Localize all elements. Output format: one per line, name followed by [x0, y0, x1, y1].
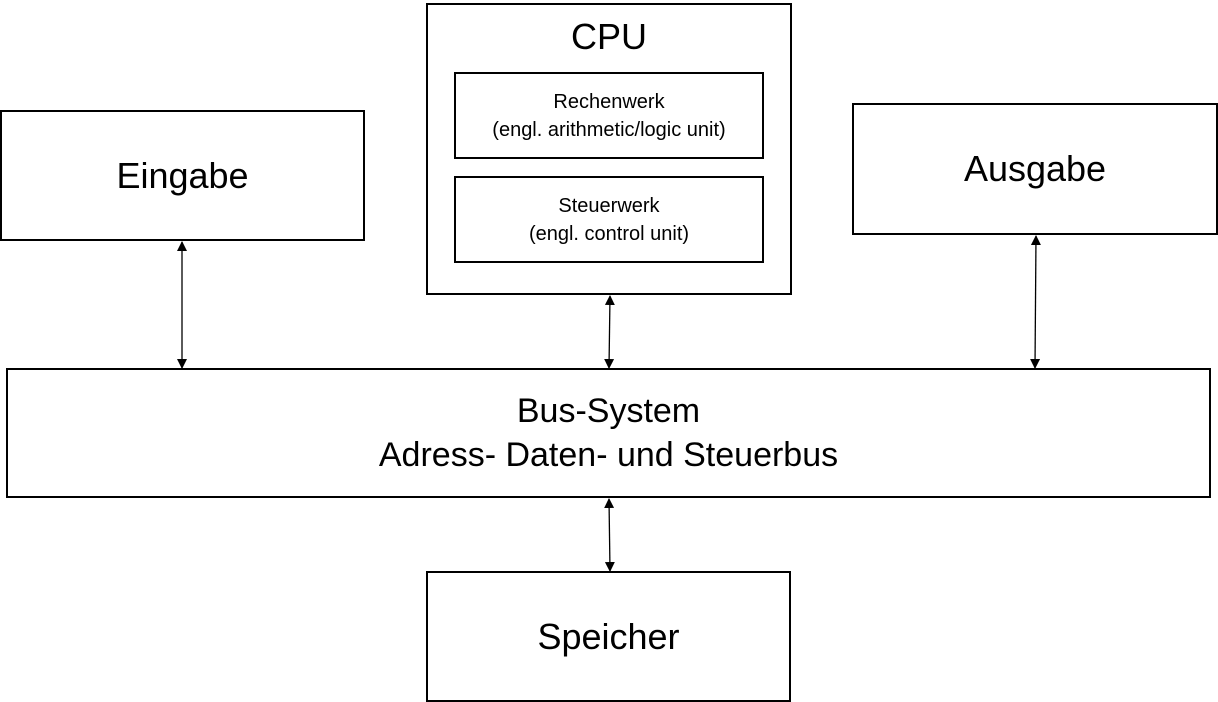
ausgabe-box: Ausgabe [852, 103, 1218, 235]
rechenwerk-subtitle: (engl. arithmetic/logic unit) [492, 118, 726, 141]
ausgabe-bus-arrow [1030, 235, 1041, 369]
steuerwerk-label: Steuerwerk [558, 194, 660, 217]
bus-system-box: Bus-System Adress- Daten- und Steuerbus [6, 368, 1211, 498]
steuerwerk-subtitle: (engl. control unit) [528, 222, 690, 245]
bus-system-subtitle: Adress- Daten- und Steuerbus [378, 436, 839, 474]
steuerwerk-box: Steuerwerk (engl. control unit) [454, 176, 764, 263]
bus-system-label: Bus-System [516, 392, 701, 430]
speicher-box: Speicher [426, 571, 791, 702]
cpu-box: CPU Rechenwerk (engl. arithmetic/logic u… [426, 3, 792, 295]
rechenwerk-box: Rechenwerk (engl. arithmetic/logic unit) [454, 72, 764, 159]
cpu-title: CPU [570, 16, 647, 57]
ausgabe-label: Ausgabe [963, 148, 1107, 189]
eingabe-label: Eingabe [116, 154, 249, 196]
rechenwerk-label: Rechenwerk [553, 90, 665, 113]
speicher-label: Speicher [537, 615, 680, 657]
bus-speicher-arrow [604, 498, 615, 572]
cpu-bus-arrow [604, 295, 615, 369]
eingabe-box: Eingabe [0, 110, 365, 241]
